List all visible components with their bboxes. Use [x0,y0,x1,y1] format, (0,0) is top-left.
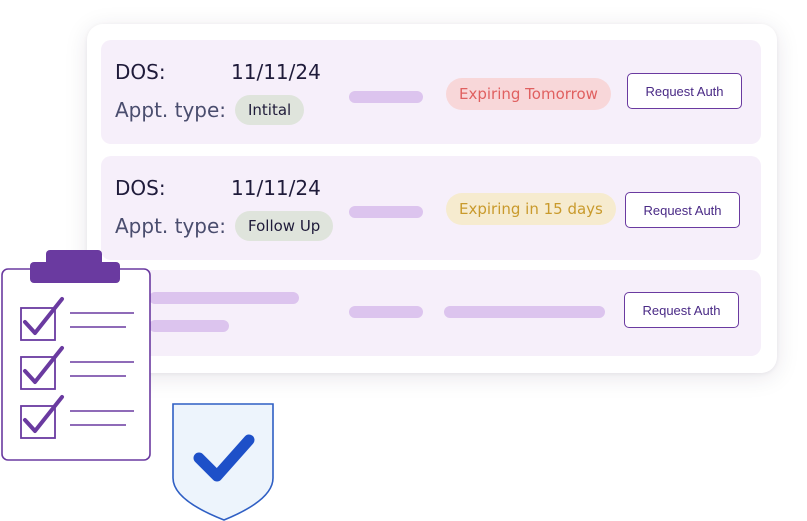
placeholder-bar [349,206,423,218]
placeholder-bar [149,292,299,304]
placeholder-bar [444,306,605,318]
shield-check-icon [172,403,274,521]
appointment-row: DOS: 11/11/24 Appt. type: Intital Expiri… [101,40,761,144]
request-auth-button[interactable]: Request Auth [624,292,739,328]
dos-label: DOS: [115,176,166,200]
placeholder-bar [349,91,423,103]
placeholder-bar [349,306,423,318]
appointment-row-placeholder: Request Auth [101,270,761,356]
dos-value: 11/11/24 [231,60,321,84]
authorization-card-panel: DOS: 11/11/24 Appt. type: Intital Expiri… [87,24,777,373]
appt-type-badge: Intital [235,95,305,125]
clipboard-checklist-icon [1,250,151,461]
appt-type-label: Appt. type: [115,98,227,122]
appointment-row: DOS: 11/11/24 Appt. type: Follow Up Expi… [101,156,761,260]
dos-label: DOS: [115,60,166,84]
placeholder-bar [149,320,229,332]
appt-type-badge: Follow Up [235,211,334,241]
status-badge: Expiring in 15 days [446,193,616,225]
request-auth-button[interactable]: Request Auth [627,73,742,109]
appt-type-label: Appt. type: [115,214,227,238]
status-badge: Expiring Tomorrow [446,78,611,110]
request-auth-button[interactable]: Request Auth [625,192,740,228]
dos-value: 11/11/24 [231,176,321,200]
